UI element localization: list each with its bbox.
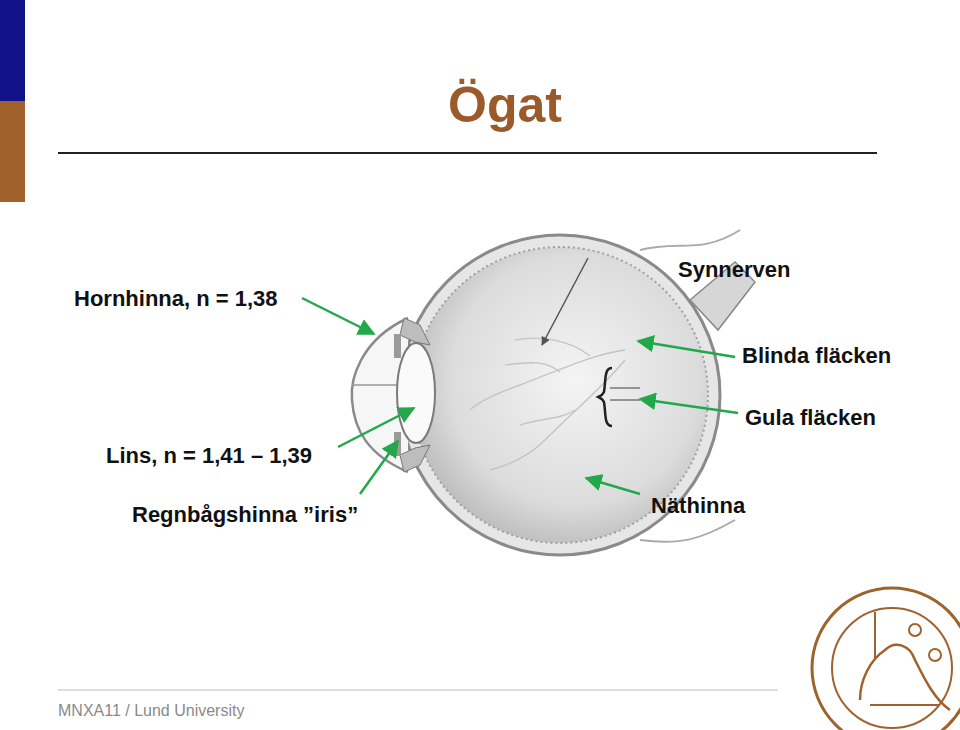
pointer-line (542, 258, 588, 345)
side-bar (0, 101, 25, 202)
blood-vessels (470, 338, 625, 470)
part-label: Hornhinna, n = 1,38 (74, 287, 278, 311)
leader-arrows (302, 298, 738, 494)
part-label: Lins, n = 1,41 – 1,39 (106, 444, 312, 468)
lens (397, 343, 435, 443)
iris (394, 334, 401, 358)
macula-line (610, 387, 640, 389)
part-label: Synnerven (678, 258, 791, 282)
macula-line (610, 399, 640, 401)
university-seal (812, 588, 960, 730)
optical-axis (352, 384, 400, 386)
ciliary-body (400, 445, 430, 472)
part-label: Blinda fläcken (742, 344, 891, 368)
part-label: Regnbågshinna ”iris” (132, 503, 358, 527)
title-rule (58, 152, 877, 154)
footer-text: MNXA11 / Lund University (58, 702, 244, 720)
part-label: Näthinna (651, 494, 745, 518)
macula-bracket (598, 368, 612, 426)
muscle (640, 230, 740, 250)
footer-rule (58, 690, 778, 691)
slide-title: Ögat (448, 80, 562, 130)
side-bar (0, 0, 25, 101)
ciliary-body (400, 318, 430, 345)
part-label: Gula fläcken (745, 406, 876, 430)
